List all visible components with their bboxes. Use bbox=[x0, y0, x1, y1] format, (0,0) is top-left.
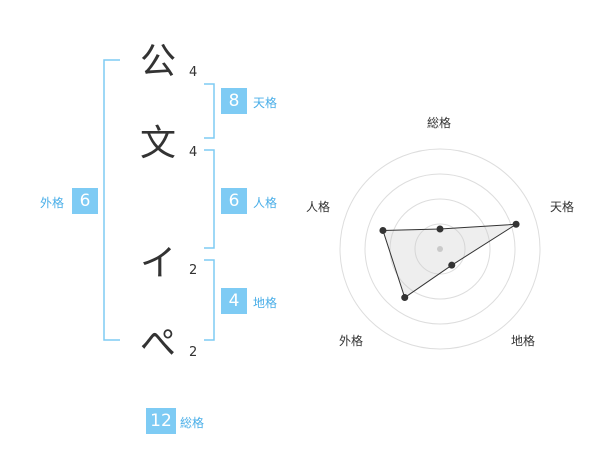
name-char-1: 公 bbox=[139, 41, 176, 82]
radar-center bbox=[437, 246, 443, 252]
gaikaku-value: 6 bbox=[72, 188, 98, 214]
radar-point-1 bbox=[512, 220, 520, 228]
radar-axis-label-1: 天格 bbox=[550, 200, 575, 214]
stroke-count-2: 4 bbox=[189, 145, 198, 160]
chikaku-label: 地格 bbox=[253, 296, 278, 310]
chikaku-value: 4 bbox=[221, 288, 247, 314]
name-char-3: イ bbox=[139, 243, 176, 284]
radar-axis-label-2: 地格 bbox=[511, 334, 536, 348]
radar-ring bbox=[364, 173, 516, 325]
tenkaku-bracket bbox=[204, 83, 215, 139]
radar-axis-label-3: 外格 bbox=[339, 334, 364, 348]
soukaku-value: 12 bbox=[146, 408, 176, 434]
radar-polygon bbox=[382, 223, 517, 299]
soukaku-label: 総格 bbox=[180, 416, 205, 430]
gaikaku-bracket bbox=[103, 59, 120, 341]
gaikaku-label: 外格 bbox=[40, 196, 65, 210]
radar-ring bbox=[414, 223, 466, 275]
stroke-count-3: 2 bbox=[189, 263, 198, 278]
name-char-4: ぺ bbox=[139, 323, 176, 364]
radar-point-0 bbox=[436, 225, 444, 233]
radar-point-4 bbox=[379, 226, 387, 234]
radar-ring bbox=[389, 198, 491, 300]
radar-point-2 bbox=[448, 261, 456, 269]
jinkaku-value: 6 bbox=[221, 188, 247, 214]
jinkaku-label: 人格 bbox=[253, 196, 278, 210]
stroke-count-4: 2 bbox=[189, 345, 198, 360]
stroke-count-1: 4 bbox=[189, 65, 198, 80]
radar-point-3 bbox=[401, 294, 409, 302]
tenkaku-value: 8 bbox=[221, 88, 247, 114]
chikaku-bracket bbox=[204, 259, 215, 341]
radar-axis-label-4: 人格 bbox=[306, 200, 331, 214]
tenkaku-label: 天格 bbox=[253, 96, 278, 110]
radar-axis-label-0: 総格 bbox=[427, 116, 452, 130]
jinkaku-bracket bbox=[204, 149, 215, 249]
name-char-2: 文 bbox=[139, 123, 176, 164]
radar-ring bbox=[339, 148, 541, 350]
